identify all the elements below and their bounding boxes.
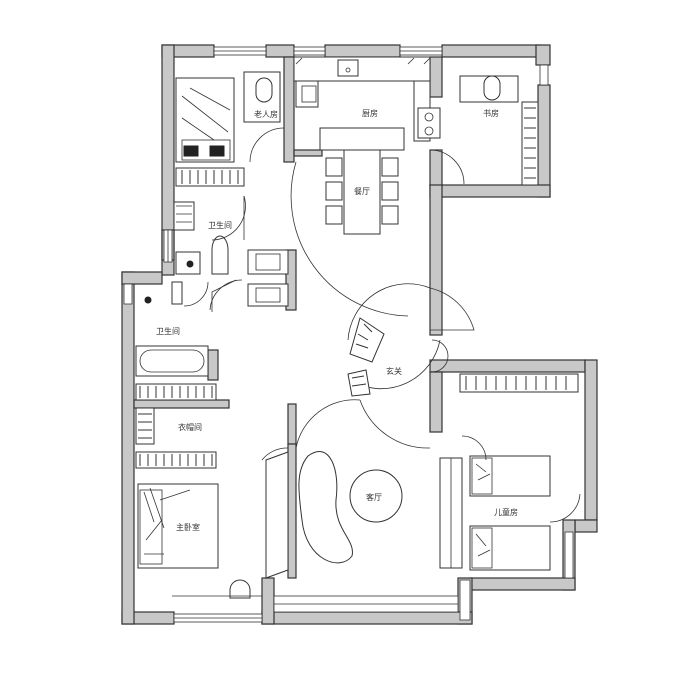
study: 书房 bbox=[429, 75, 539, 186]
kids-bed-upper bbox=[469, 455, 551, 497]
lower-bathroom: 卫生间 bbox=[135, 279, 289, 377]
entrance-label: 玄关 bbox=[386, 366, 402, 376]
dining-chair bbox=[381, 205, 399, 225]
elder-room: 老人房 bbox=[175, 71, 285, 187]
stove bbox=[417, 107, 441, 139]
study-bookshelf bbox=[521, 101, 539, 186]
kids-wardrobe bbox=[459, 373, 579, 393]
study-label: 书房 bbox=[483, 108, 499, 118]
dining-chair bbox=[325, 181, 343, 201]
dining-chair bbox=[381, 157, 399, 177]
kids-bed-lower bbox=[469, 525, 551, 571]
living-label: 客厅 bbox=[366, 492, 382, 502]
closet-label: 衣帽间 bbox=[178, 422, 202, 432]
entrance: 玄关 bbox=[347, 283, 475, 397]
dining-chair bbox=[325, 205, 343, 225]
master-bedroom-label: 主卧室 bbox=[176, 522, 200, 532]
kitchen-label: 厨房 bbox=[362, 108, 378, 118]
kids-room: 儿童房 bbox=[439, 373, 581, 571]
coffee-table bbox=[349, 469, 403, 523]
closet: 衣帽间 bbox=[135, 383, 217, 469]
windows bbox=[123, 46, 574, 623]
entrance-shoe-rack bbox=[347, 369, 371, 397]
bathtub bbox=[135, 345, 209, 377]
elder-room-label: 老人房 bbox=[254, 109, 278, 119]
dining-label: 餐厅 bbox=[354, 187, 370, 196]
upper-bathroom-label: 卫生间 bbox=[208, 220, 232, 230]
upper-drain-icon bbox=[186, 260, 194, 268]
elder-chair-icon bbox=[255, 77, 273, 103]
study-chair-icon bbox=[483, 75, 501, 101]
dining-chair bbox=[381, 181, 399, 201]
kitchen: 厨房 bbox=[293, 56, 441, 151]
lower-bathroom-label: 卫生间 bbox=[156, 326, 180, 336]
closet-rack-side bbox=[135, 407, 155, 445]
kids-room-label: 儿童房 bbox=[494, 507, 518, 517]
master-bedroom: 主卧室 bbox=[137, 447, 289, 599]
curved-sofa bbox=[298, 451, 353, 564]
kitchen-counter-left bbox=[295, 80, 319, 108]
dining-chair bbox=[325, 157, 343, 177]
kitchen-island bbox=[319, 127, 405, 151]
lower-sink bbox=[247, 283, 289, 307]
dining: 餐厅 bbox=[290, 149, 409, 317]
living-room: 客厅 bbox=[295, 399, 431, 564]
elder-wardrobe bbox=[175, 167, 245, 187]
entrance-cabinet bbox=[349, 317, 385, 363]
dining-table bbox=[343, 149, 381, 235]
master-chair-icon bbox=[229, 579, 251, 599]
burner-icon bbox=[424, 112, 434, 122]
lower-drain-icon bbox=[144, 296, 152, 304]
burner-icon bbox=[424, 126, 434, 136]
upper-bathroom: 卫生间 bbox=[173, 195, 289, 275]
kitchen-counter-top bbox=[293, 56, 431, 82]
